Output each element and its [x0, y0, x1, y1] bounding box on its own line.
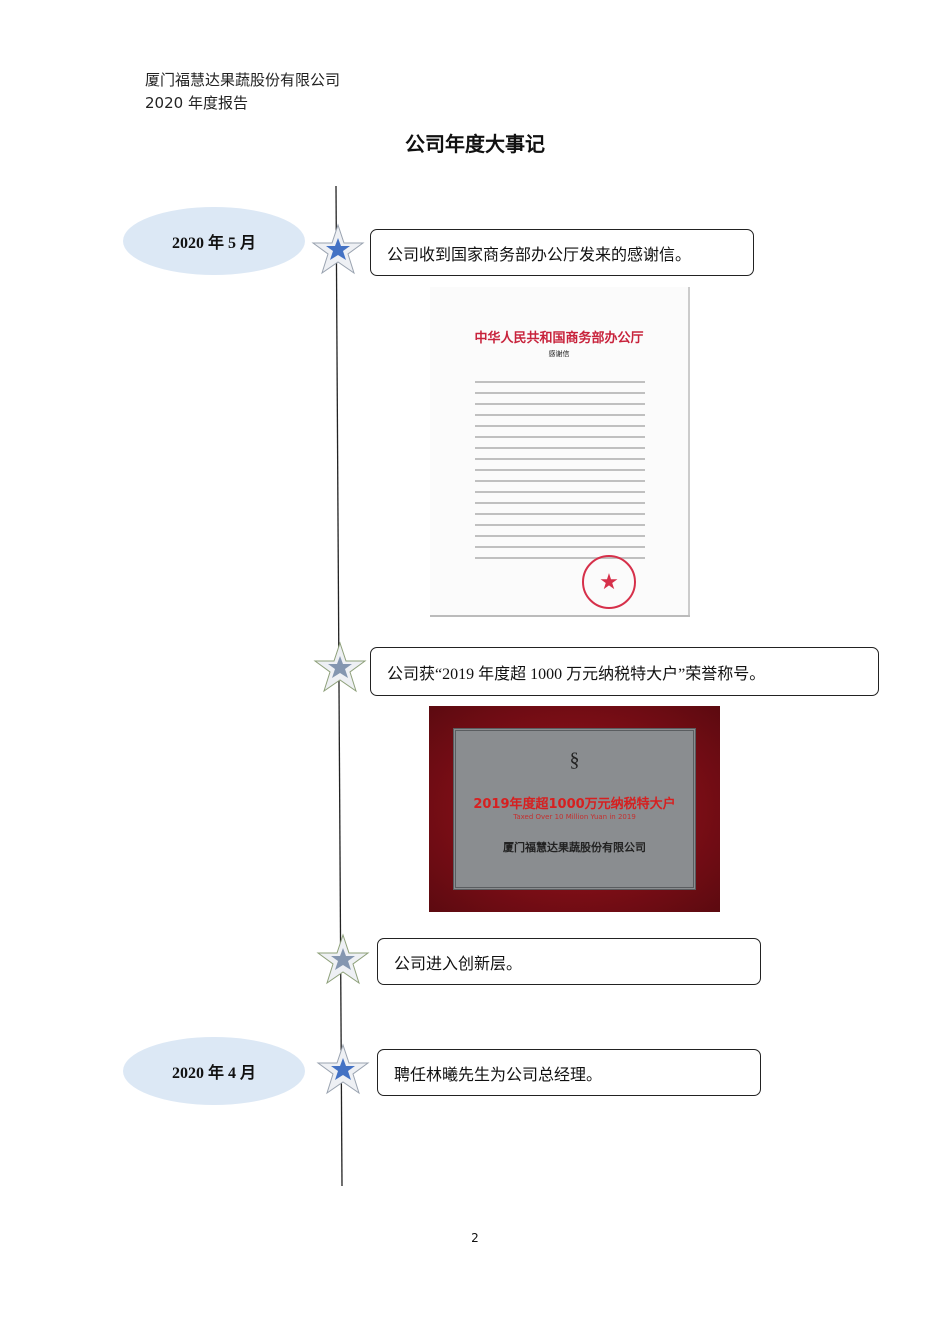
- event-box: 公司进入创新层。: [377, 938, 761, 985]
- page-title: 公司年度大事记: [405, 132, 545, 156]
- crane-logo-icon: §: [569, 749, 580, 771]
- letter-heading: 中华人民共和国商务部办公厅: [474, 330, 644, 345]
- award-plaque-image: § 2019年度超1000万元纳税特大户 Taxed Over 10 Milli…: [429, 706, 720, 912]
- plaque-english: Taxed Over 10 Million Yuan in 2019: [513, 813, 636, 821]
- event-box: 公司获“2019 年度超 1000 万元纳税特大户”荣誉称号。: [370, 647, 879, 696]
- date-bubble: 2020 年 4 月: [123, 1037, 305, 1105]
- plaque-company: 厦门福慧达果蔬股份有限公司: [503, 841, 646, 854]
- seal-icon: ★: [582, 555, 636, 609]
- plaque-heading: 2019年度超1000万元纳税特大户: [473, 797, 676, 812]
- star-icon: [316, 1043, 370, 1095]
- event-box: 聘任林曦先生为公司总经理。: [377, 1049, 761, 1096]
- star-icon: [316, 933, 370, 985]
- page-number: 2: [471, 1231, 479, 1245]
- star-icon: [311, 223, 365, 275]
- event-box: 公司收到国家商务部办公厅发来的感谢信。: [370, 229, 754, 276]
- thank-you-letter-image: 中华人民共和国商务部办公厅 感谢信 ★: [430, 287, 690, 615]
- header-company: 厦门福慧达果蔬股份有限公司: [145, 71, 341, 89]
- date-bubble: 2020 年 5 月: [123, 207, 305, 275]
- star-icon: [313, 641, 367, 693]
- letter-subheading: 感谢信: [548, 350, 570, 358]
- header-report: 2020 年度报告: [145, 94, 248, 112]
